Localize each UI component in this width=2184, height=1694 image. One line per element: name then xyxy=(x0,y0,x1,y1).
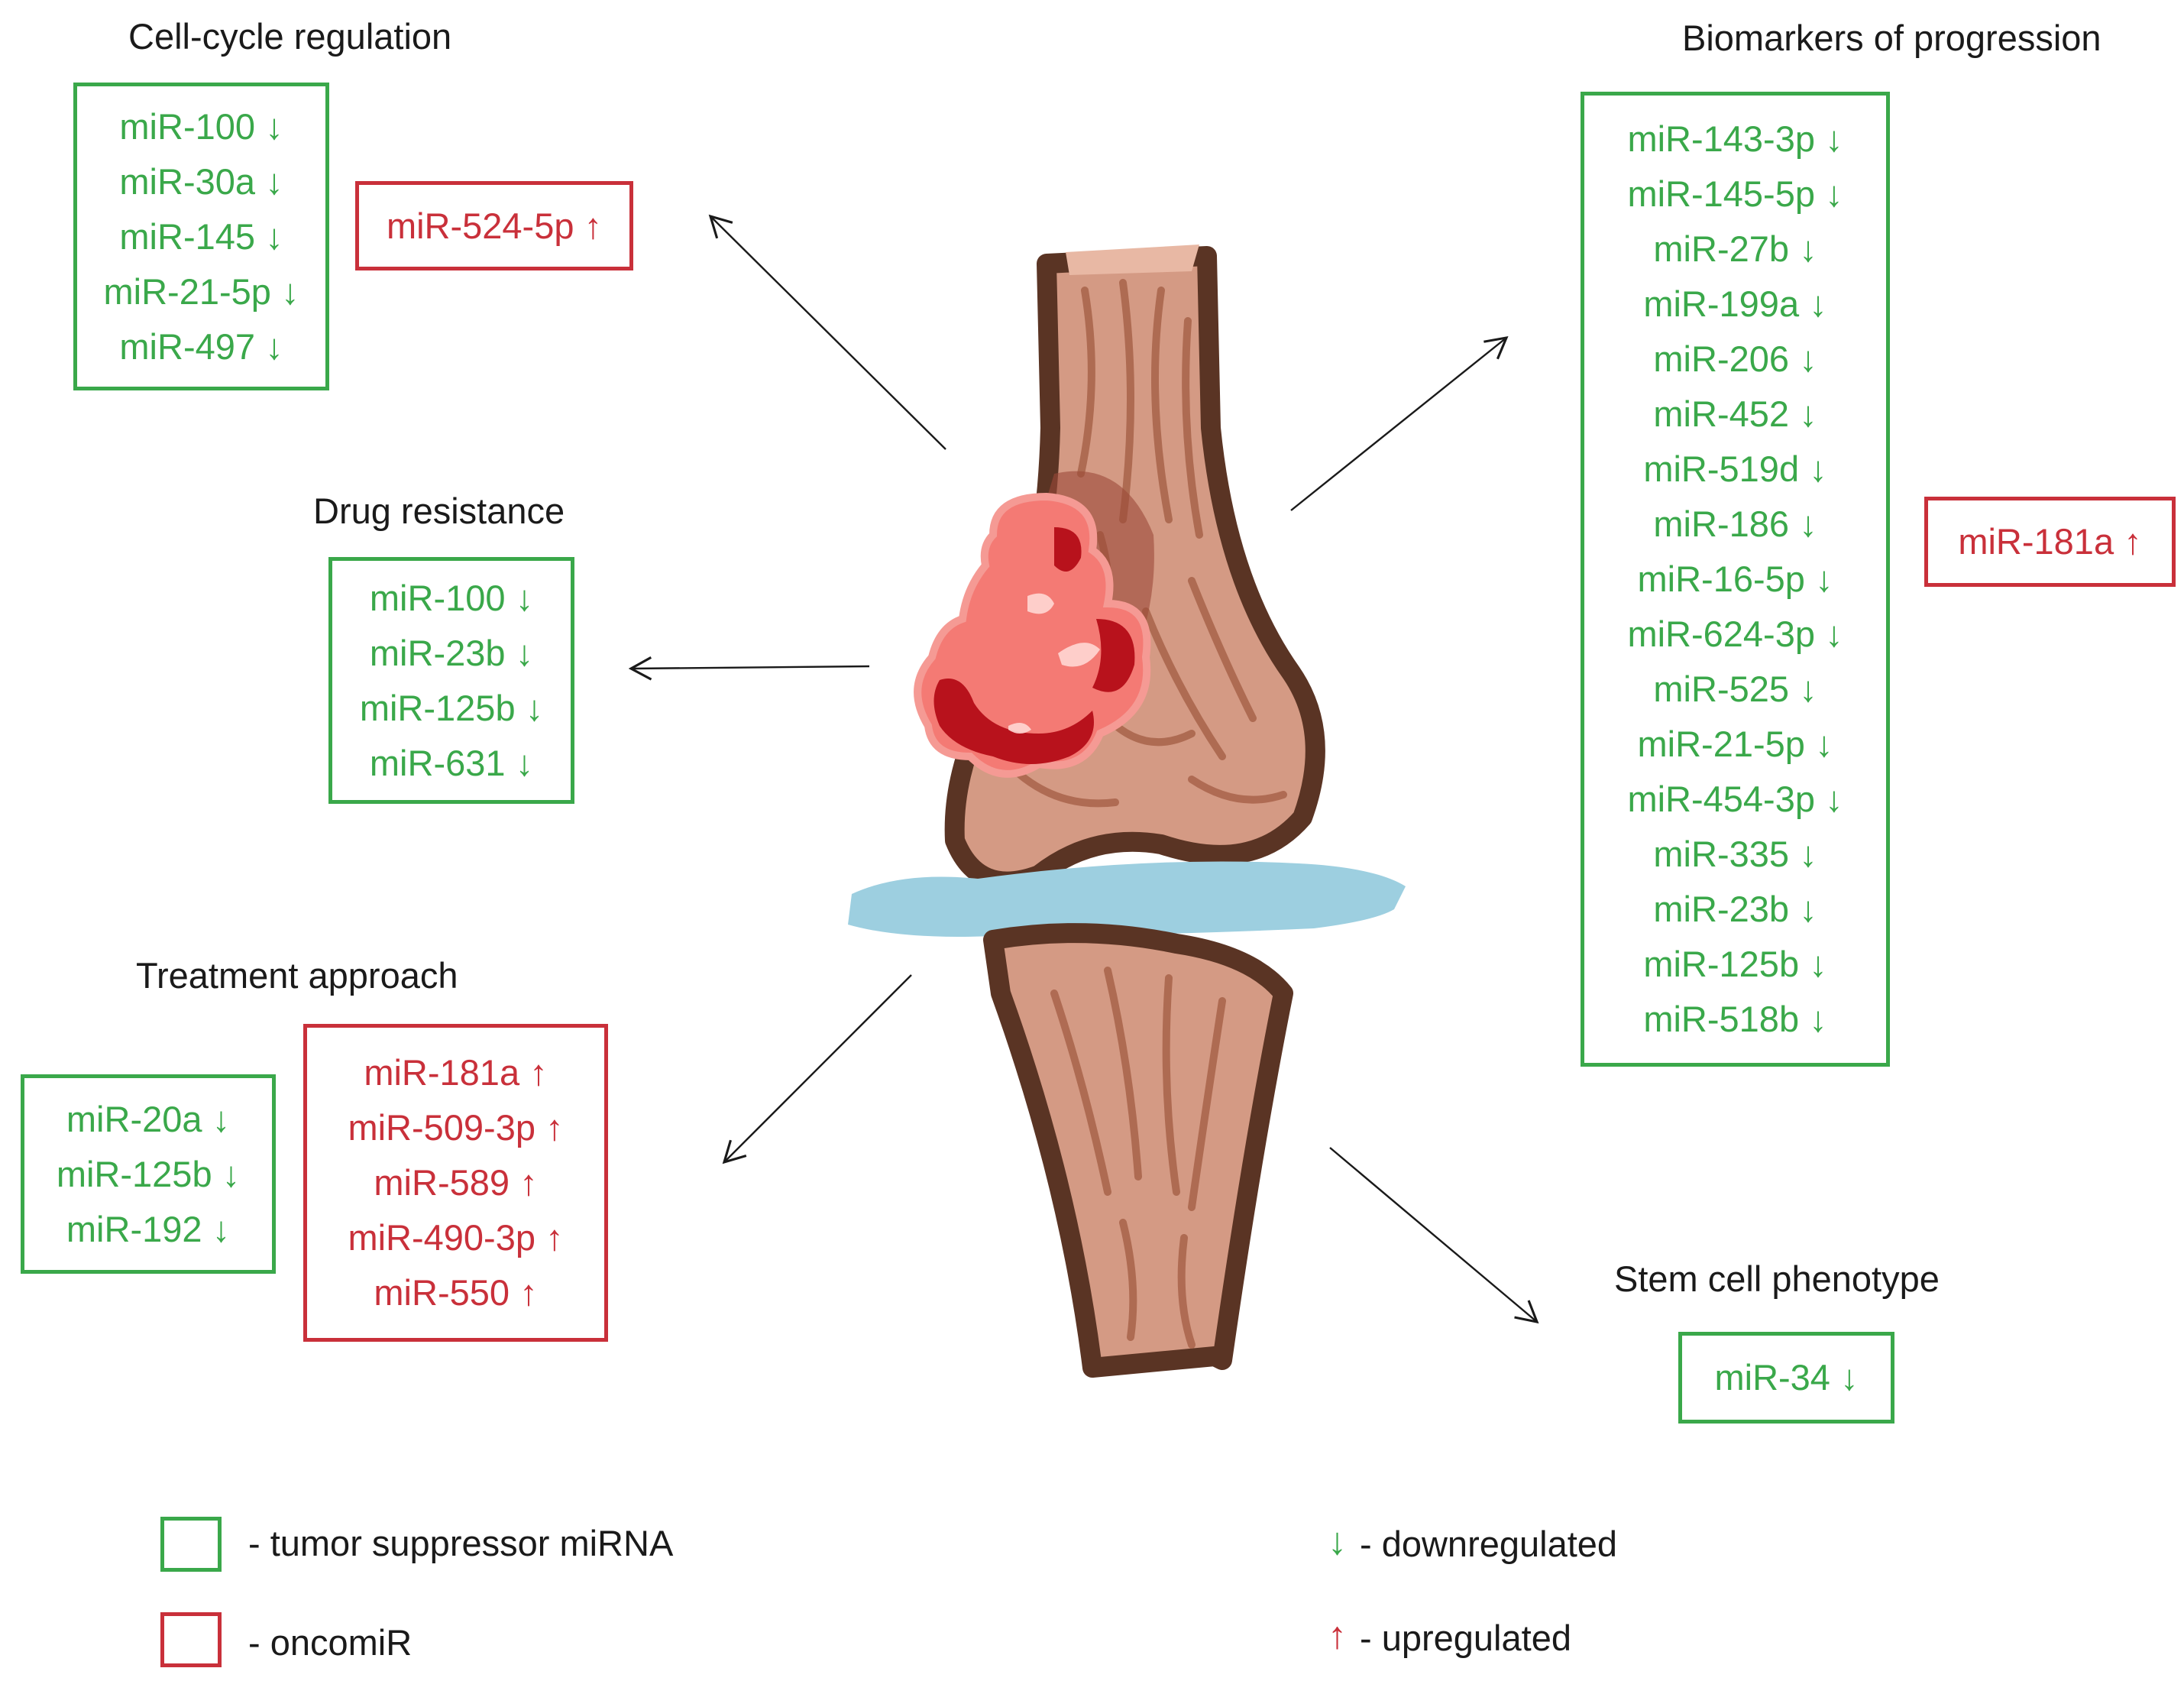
mirna-item: miR-206 ↓ xyxy=(1653,338,1817,379)
biomarkers-suppressor-box: miR-143-3p ↓ miR-145-5p ↓ miR-27b ↓ miR-199… xyxy=(1581,92,1890,1067)
legend-up-label: - upregulated xyxy=(1360,1618,1571,1658)
mirna-item: miR-624-3p ↓ xyxy=(1627,614,1843,654)
mirna-item: miR-16-5p ↓ xyxy=(1637,559,1833,599)
mirna-item: miR-525 ↓ xyxy=(1653,669,1817,709)
mirna-item: miR-181a ↑ xyxy=(364,1052,548,1093)
cell-cycle-oncomir-box: miR-524-5p ↑ xyxy=(355,181,633,270)
tumor xyxy=(914,471,1154,778)
lower-bone xyxy=(983,923,1293,1378)
cartilage xyxy=(848,861,1406,937)
mirna-item: miR-23b ↓ xyxy=(369,632,534,673)
arrow-to-stem-cell xyxy=(1329,1147,1539,1324)
mirna-item: miR-550 ↑ xyxy=(374,1272,538,1313)
mirna-item: miR-125b ↓ xyxy=(359,687,544,728)
biomarkers-oncomir-box: miR-181a ↑ xyxy=(1924,497,2176,587)
mirna-item: miR-21-5p ↓ xyxy=(1637,724,1833,764)
mirna-item: miR-631 ↓ xyxy=(369,742,534,783)
biomarkers-title: Biomarkers of progression xyxy=(1682,18,2101,58)
mirna-item: miR-100 ↓ xyxy=(119,105,283,147)
mirna-item: miR-192 ↓ xyxy=(66,1208,231,1249)
legend-down-label: - downregulated xyxy=(1360,1524,1618,1564)
mirna-item: miR-518b ↓ xyxy=(1643,999,1827,1039)
legend-down-arrow-icon: ↓ xyxy=(1328,1520,1347,1563)
treatment-title: Treatment approach xyxy=(136,955,458,996)
mirna-item: miR-199a ↓ xyxy=(1643,283,1827,324)
mirna-item: miR-21-5p ↓ xyxy=(103,270,299,312)
legend-oncomir-label: - oncomiR xyxy=(248,1622,413,1663)
stem-cell-suppressor-box: miR-34 ↓ xyxy=(1678,1332,1894,1424)
mirna-item: miR-181a ↑ xyxy=(1958,521,2142,562)
mirna-item: miR-186 ↓ xyxy=(1653,504,1817,544)
mirna-item: miR-34 ↓ xyxy=(1714,1357,1859,1398)
treatment-oncomir-box: miR-181a ↑ miR-509-3p ↑ miR-589 ↑ miR-490-3… xyxy=(303,1024,608,1342)
treatment-suppressor-box: miR-20a ↓ miR-125b ↓ miR-192 ↓ xyxy=(21,1074,276,1274)
mirna-item: miR-490-3p ↑ xyxy=(348,1217,564,1258)
mirna-item: miR-143-3p ↓ xyxy=(1627,118,1843,159)
mirna-item: miR-100 ↓ xyxy=(369,577,534,618)
mirna-item: miR-125b ↓ xyxy=(56,1153,241,1194)
arrow-to-biomarkers xyxy=(1290,335,1509,511)
legend-suppressor-swatch xyxy=(160,1517,222,1572)
mirna-item: miR-497 ↓ xyxy=(119,326,283,367)
legend-oncomir-swatch xyxy=(160,1612,222,1667)
legend-up-arrow-icon: ↑ xyxy=(1328,1614,1347,1657)
mirna-item: miR-23b ↓ xyxy=(1653,889,1817,929)
arrow-to-drug-resistance xyxy=(628,656,870,681)
drug-resistance-suppressor-box: miR-100 ↓ miR-23b ↓ miR-125b ↓ miR-631 ↓ xyxy=(328,557,574,804)
upper-bone-head xyxy=(1066,245,1199,275)
mirna-item: miR-524-5p ↑ xyxy=(386,205,603,246)
mirna-item: miR-335 ↓ xyxy=(1653,834,1817,874)
cell-cycle-suppressor-box: miR-100 ↓ miR-30a ↓ miR-145 ↓ miR-21-5p ↓ mi… xyxy=(73,83,329,390)
arrow-to-cell-cycle xyxy=(708,214,946,450)
mirna-item: miR-519d ↓ xyxy=(1643,449,1827,489)
mirna-item: miR-589 ↑ xyxy=(374,1162,538,1203)
mirna-item: miR-30a ↓ xyxy=(119,160,283,202)
mirna-item: miR-20a ↓ xyxy=(66,1098,231,1139)
mirna-item: miR-452 ↓ xyxy=(1653,394,1817,434)
mirna-item: miR-509-3p ↑ xyxy=(348,1107,564,1148)
mirna-item: miR-27b ↓ xyxy=(1653,228,1817,269)
drug-resistance-title: Drug resistance xyxy=(313,491,565,531)
legend-suppressor-label: - tumor suppressor miRNA xyxy=(248,1523,674,1563)
cell-cycle-title: Cell-cycle regulation xyxy=(128,16,452,57)
arrow-to-treatment xyxy=(722,974,912,1164)
mirna-item: miR-145-5p ↓ xyxy=(1627,173,1843,214)
mirna-item: miR-125b ↓ xyxy=(1643,944,1827,984)
mirna-item: miR-454-3p ↓ xyxy=(1627,779,1843,819)
stem-cell-title: Stem cell phenotype xyxy=(1614,1258,1940,1299)
mirna-item: miR-145 ↓ xyxy=(119,215,283,257)
